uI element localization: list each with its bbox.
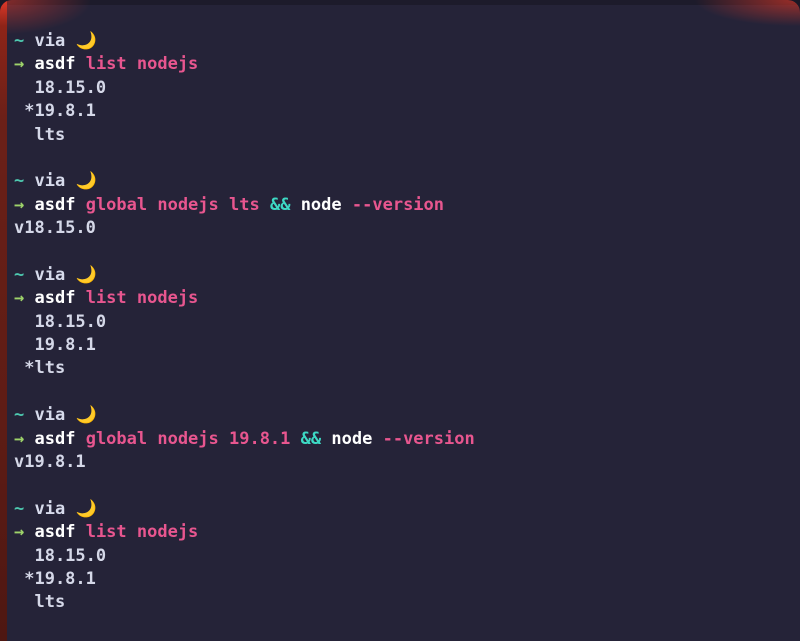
terminal-block: ~ via 🌙 → asdf list nodejs 18.15.0 19.8.… xyxy=(14,264,800,381)
gap xyxy=(75,288,85,308)
gap xyxy=(24,54,34,74)
window-top-edge xyxy=(0,0,800,5)
gap xyxy=(290,429,300,449)
output-line: lts xyxy=(14,592,66,613)
prompt-path: ~ xyxy=(14,498,25,519)
command-args: list nodejs xyxy=(85,522,199,543)
gap xyxy=(342,195,352,215)
moon-icon: 🌙 xyxy=(75,171,97,192)
prompt-line: ~ via 🌙 xyxy=(14,170,800,193)
command-name: asdf xyxy=(34,428,76,449)
output-line: 18.15.0 xyxy=(14,311,107,332)
moon-icon: 🌙 xyxy=(75,498,97,519)
shell-operator: && xyxy=(300,428,322,449)
gap xyxy=(24,429,34,449)
output-line: 18.15.0 xyxy=(14,545,107,566)
prompt-via-label: via xyxy=(34,31,66,51)
gap xyxy=(75,429,85,449)
window-accent-strip xyxy=(0,0,7,641)
output-line: 19.8.1 xyxy=(14,335,96,356)
gap xyxy=(75,54,85,74)
command-line[interactable]: → asdf global nodejs 19.8.1 && node --ve… xyxy=(14,428,800,451)
command-name: asdf xyxy=(34,522,76,543)
prompt-space xyxy=(65,31,75,51)
gap xyxy=(260,195,270,215)
output-line: 18.15.0 xyxy=(14,77,107,98)
gap xyxy=(65,265,75,285)
gap xyxy=(372,429,382,449)
gap xyxy=(321,429,331,449)
gap xyxy=(24,288,34,308)
gap xyxy=(24,171,34,191)
prompt-line: ~ via 🌙 xyxy=(14,404,800,427)
moon-icon: 🌙 xyxy=(75,264,97,285)
terminal-block: ~ via 🌙 → asdf list nodejs 18.15.0 *19.8… xyxy=(14,30,800,147)
prompt-via-label: via xyxy=(34,498,66,519)
command-name: asdf xyxy=(34,54,76,75)
gap xyxy=(24,265,34,285)
command-line[interactable]: → asdf list nodejs xyxy=(14,53,800,76)
prompt-separator xyxy=(24,31,34,51)
command-name: asdf xyxy=(34,288,76,309)
command-args: list nodejs xyxy=(85,288,199,309)
prompt-via-label: via xyxy=(34,405,66,426)
prompt-symbol-icon: → xyxy=(14,288,25,309)
command-line[interactable]: → asdf global nodejs lts && node --versi… xyxy=(14,194,800,217)
command-name: asdf xyxy=(34,194,76,215)
gap xyxy=(65,499,75,519)
output-line: lts xyxy=(14,124,66,145)
command-name-secondary: node xyxy=(331,428,373,449)
prompt-path: ~ xyxy=(14,171,25,192)
prompt-line: ~ via 🌙 xyxy=(14,264,800,287)
output-line: *19.8.1 xyxy=(14,101,96,122)
command-name-secondary: node xyxy=(300,194,342,215)
gap xyxy=(65,171,75,191)
prompt-path: ~ xyxy=(14,405,25,426)
gap xyxy=(290,195,300,215)
prompt-symbol-icon: → xyxy=(14,54,25,75)
output-line: v19.8.1 xyxy=(14,452,86,473)
command-line[interactable]: → asdf list nodejs xyxy=(14,521,800,544)
command-args: global nodejs 19.8.1 xyxy=(85,428,291,449)
output-line: *19.8.1 xyxy=(14,568,96,589)
command-line[interactable]: → asdf list nodejs xyxy=(14,287,800,310)
prompt-line: ~ via 🌙 xyxy=(14,30,800,53)
output-line: v18.15.0 xyxy=(14,218,96,239)
prompt-line: ~ via 🌙 xyxy=(14,498,800,521)
moon-icon: 🌙 xyxy=(75,31,97,51)
moon-icon: 🌙 xyxy=(75,405,97,426)
gap xyxy=(24,522,34,542)
terminal-block: ~ via 🌙 → asdf list nodejs 18.15.0 *19.8… xyxy=(14,498,800,615)
terminal-block: ~ via 🌙 → asdf global nodejs lts && node… xyxy=(14,170,800,240)
shell-operator: && xyxy=(269,194,291,215)
command-flag: --version xyxy=(351,194,445,215)
output-line: *lts xyxy=(14,358,66,379)
gap xyxy=(75,522,85,542)
prompt-via-label: via xyxy=(34,171,66,192)
gap xyxy=(24,499,34,519)
gap xyxy=(24,195,34,215)
gap xyxy=(65,405,75,425)
prompt-path: ~ xyxy=(14,264,25,285)
prompt-path: ~ xyxy=(14,31,25,51)
prompt-via-label: via xyxy=(34,264,66,285)
prompt-symbol-icon: → xyxy=(14,194,25,215)
gap xyxy=(75,195,85,215)
command-args: global nodejs lts xyxy=(85,194,260,215)
gap xyxy=(24,405,34,425)
terminal-block: ~ via 🌙 → asdf global nodejs 19.8.1 && n… xyxy=(14,404,800,474)
prompt-symbol-icon: → xyxy=(14,522,25,543)
command-flag: --version xyxy=(382,428,475,449)
command-args: list nodejs xyxy=(85,54,199,75)
prompt-symbol-icon: → xyxy=(14,428,25,449)
